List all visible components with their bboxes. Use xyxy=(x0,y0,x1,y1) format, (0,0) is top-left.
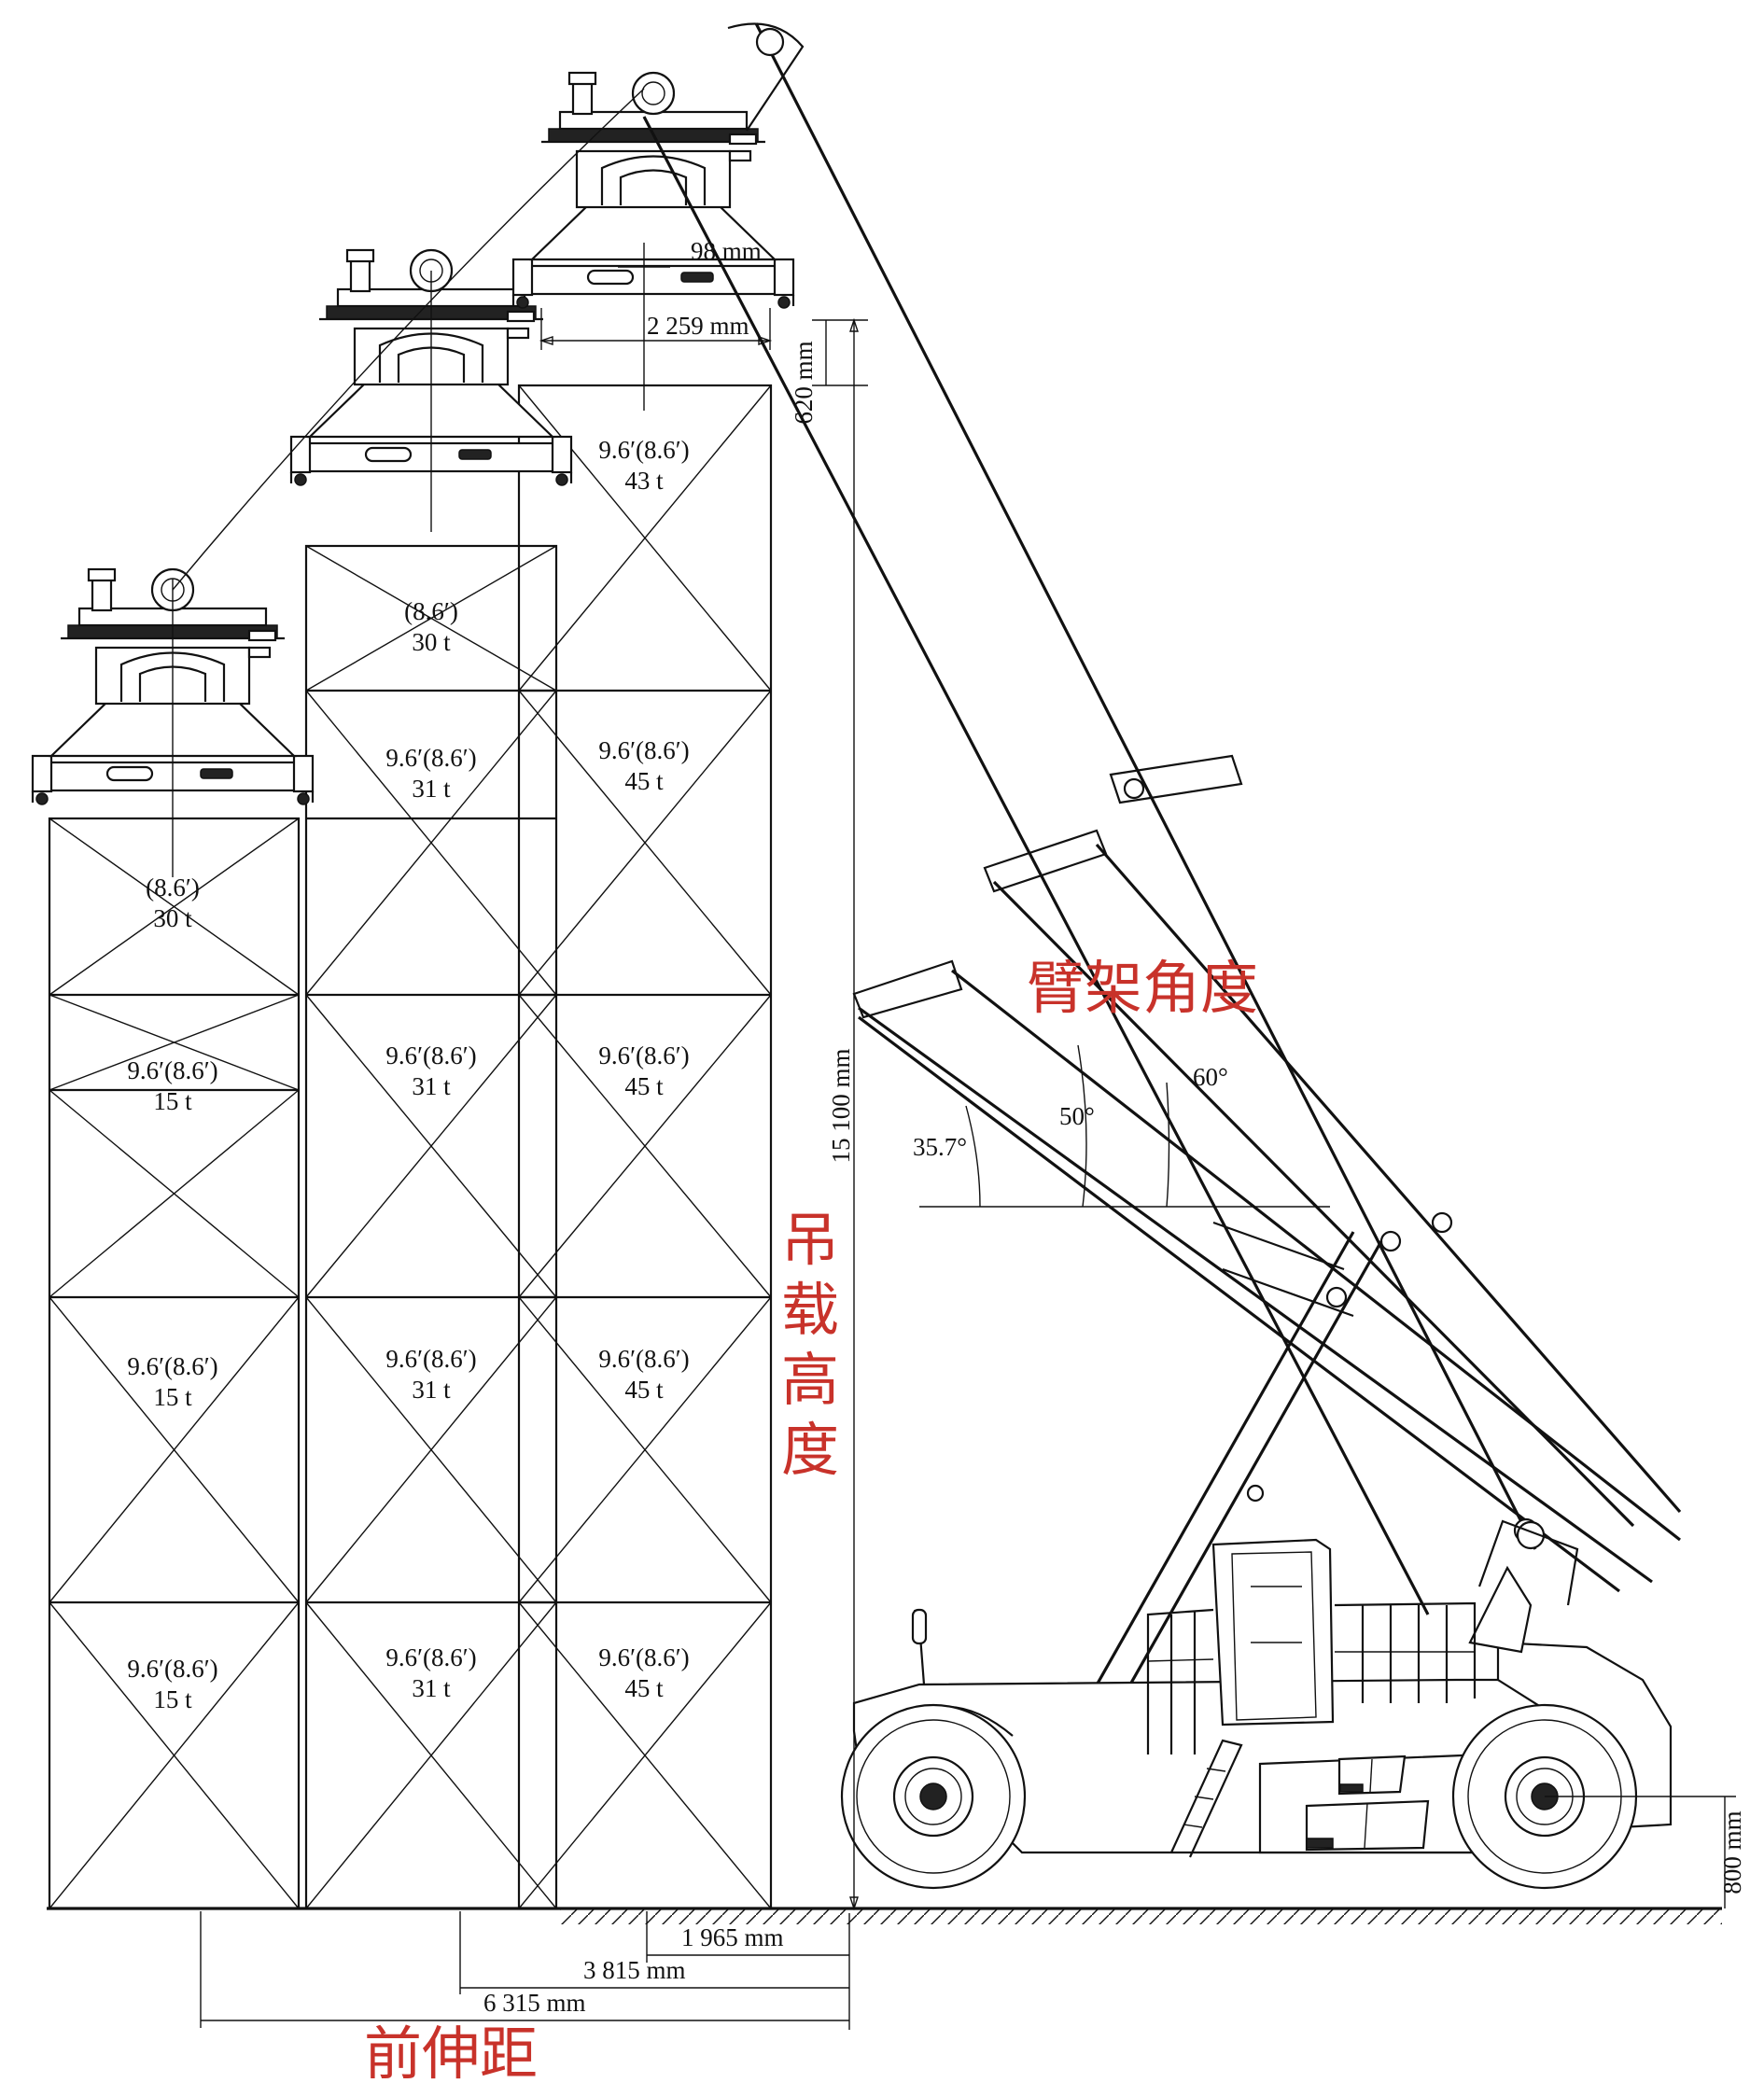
boom-60 xyxy=(983,829,1682,1528)
container-weight-label: 31 t xyxy=(412,1376,451,1404)
dimension-label: 2 259 mm xyxy=(647,312,749,340)
angle-annotation: 35.7° 50° 60° xyxy=(913,1044,1330,1208)
container-size-label: 9.6′(8.6′) xyxy=(385,1345,476,1373)
dimension-label: 800 mm xyxy=(1718,1810,1746,1894)
dimension-800: 800 mm xyxy=(1545,1796,1746,1908)
container-weight-label: 31 t xyxy=(412,775,451,803)
dimension-2259: 2 259 mm xyxy=(539,308,773,350)
container-size-label: 9.6′(8.6′) xyxy=(598,436,689,464)
container-size-label: 9.6′(8.6′) xyxy=(127,1655,217,1683)
dimension-label: 6 315 mm xyxy=(483,1989,586,2017)
lift-height-char-3: 高 xyxy=(781,1346,839,1414)
container-weight-label: 15 t xyxy=(153,1087,192,1115)
boom-angle-label: 臂架角度 xyxy=(1027,954,1258,1022)
container-weight-label: 45 t xyxy=(624,1072,664,1100)
lift-cylinder xyxy=(1053,1231,1383,1769)
dimension-3815: 3 815 mm xyxy=(459,1911,849,1994)
dimension-6315: 6 315 mm xyxy=(200,1911,850,2030)
container-stack-right xyxy=(517,384,773,1910)
container-weight-label: 15 t xyxy=(153,1685,192,1713)
angle-label-50: 50° xyxy=(1059,1102,1095,1130)
front-reach-label: 前伸距 xyxy=(364,2020,538,2083)
container-stack-middle xyxy=(304,544,558,1910)
ground-line xyxy=(47,1907,1722,1924)
front-wheel xyxy=(840,1703,1027,1890)
container-size-label: 9.6′(8.6′) xyxy=(385,1042,476,1069)
container-size-label: 9.6′(8.6′) xyxy=(598,736,689,764)
spreader-high xyxy=(511,71,795,310)
container-size-label: 9.6′(8.6′) xyxy=(598,1643,689,1671)
dimension-label: 1 965 mm xyxy=(681,1923,784,1951)
lift-height-char-4: 度 xyxy=(781,1416,839,1484)
container-weight-label: 45 t xyxy=(624,767,664,795)
dimension-15100: 15 100 mm xyxy=(827,317,859,1911)
dimension-1965: 1 965 mm xyxy=(646,1911,849,1963)
lift-height-char-2: 载 xyxy=(781,1276,839,1344)
boom-50 xyxy=(852,959,1681,1584)
container-size-label: (8.6′) xyxy=(146,874,200,902)
dimension-label: 3 815 mm xyxy=(583,1956,686,1984)
spreader-path-arc xyxy=(172,88,645,591)
dimension-620: 620 mm xyxy=(790,319,868,425)
container-size-label: 9.6′(8.6′) xyxy=(127,1352,217,1380)
stack-labels: (8.6′) 30 t 9.6′(8.6′) 15 t 9.6′(8.6′) 1… xyxy=(127,436,689,1713)
container-size-label: 9.6′(8.6′) xyxy=(598,1042,689,1069)
angle-label-357: 35.7° xyxy=(913,1133,967,1161)
container-weight-label: 45 t xyxy=(624,1376,664,1404)
dimension-label: 15 100 mm xyxy=(827,1048,855,1163)
container-stack-left xyxy=(48,817,301,1910)
dimension-98: 98 mm xyxy=(618,237,762,268)
container-weight-label: 15 t xyxy=(153,1383,192,1411)
container-weight-label: 30 t xyxy=(153,904,192,932)
container-size-label: (8.6′) xyxy=(404,597,458,625)
dimension-label: 98 mm xyxy=(691,237,762,265)
container-size-label: 9.6′(8.6′) xyxy=(598,1345,689,1373)
container-weight-label: 31 t xyxy=(412,1674,451,1702)
container-weight-label: 31 t xyxy=(412,1072,451,1100)
container-size-label: 9.6′(8.6′) xyxy=(385,1643,476,1671)
container-weight-label: 45 t xyxy=(624,1674,664,1702)
lift-height-label: 吊 载 高 度 xyxy=(781,1206,839,1484)
boom-357 xyxy=(858,1015,1620,1593)
boom-pivot xyxy=(1477,1519,1579,1606)
container-weight-label: 43 t xyxy=(624,467,664,495)
lift-height-char-1: 吊 xyxy=(781,1206,839,1274)
container-size-label: 9.6′(8.6′) xyxy=(385,744,476,772)
container-size-label: 9.6′(8.6′) xyxy=(127,1056,217,1084)
angle-label-60: 60° xyxy=(1193,1063,1228,1091)
dimension-label: 620 mm xyxy=(790,341,818,424)
spreader-center-lines xyxy=(172,243,645,877)
container-weight-label: 30 t xyxy=(412,628,451,656)
